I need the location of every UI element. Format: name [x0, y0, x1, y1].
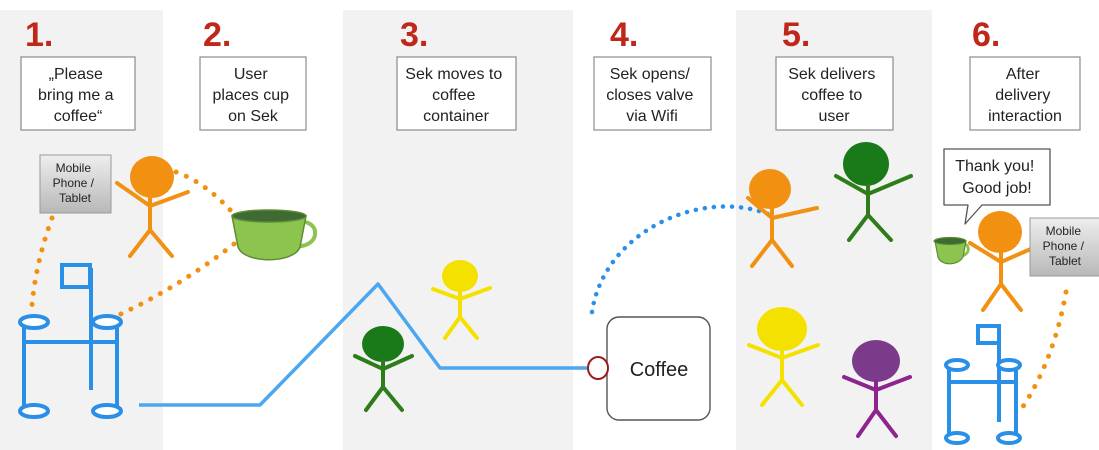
speech-line-1: Thank you!: [955, 158, 1034, 175]
user-person-step1: [115, 156, 190, 258]
speech-bubble: Thank you! Good job!: [943, 148, 1051, 225]
step-4-number: 4.: [610, 16, 638, 54]
step-5-line-3: user: [818, 108, 850, 125]
yellow-person-step3: [431, 260, 492, 340]
mobile-device-right: Mobile Phone / Tablet: [1029, 217, 1099, 277]
step-5-line-2: coffee to: [801, 87, 862, 104]
svg-text:„Please bring me a: „Please bring me a coffee“: [38, 66, 118, 125]
step-4-line-3: via Wifi: [626, 108, 678, 125]
step-6-number: 6.: [972, 16, 1000, 54]
device-left-line-1: Mobile: [56, 161, 92, 175]
device-right-line-2: Phone /: [1043, 239, 1085, 253]
mobile-device-left: Mobile Phone / Tablet: [39, 154, 112, 214]
speech-line-2: Good job!: [962, 180, 1031, 197]
step-1-box: „Please bring me a coffee“: [20, 56, 136, 131]
step-5-number: 5.: [782, 16, 810, 54]
device-left-line-3: Tablet: [59, 191, 92, 205]
device-right-line-1: Mobile: [1046, 224, 1082, 238]
green-person-step3: [353, 326, 414, 412]
small-coffee-cup-icon: [933, 236, 970, 265]
purple-person-step5: [842, 340, 912, 438]
step-2-number: 2.: [203, 16, 231, 54]
device-left-line-2: Phone /: [53, 176, 95, 190]
step-6-line-3: interaction: [988, 108, 1062, 125]
sek-robot-step1: [18, 263, 123, 419]
svg-text:After delivery int: After delivery interaction: [988, 66, 1062, 125]
dotted-link-device-robot-step6: [1019, 289, 1069, 411]
step-2-box: User places cup on Sek: [199, 56, 307, 131]
yellow-person-step5: [747, 307, 820, 407]
coffee-valve: [587, 356, 609, 380]
step-2-line-3: on Sek: [228, 108, 279, 125]
coffee-cup-icon: [231, 209, 318, 261]
dotted-link-user-cup: [173, 169, 236, 216]
wifi-signal-dots: [589, 204, 771, 315]
green-person-step5: [834, 142, 913, 242]
step-5-line-1: Sek delivers: [788, 66, 875, 83]
orange-person-step5: [746, 169, 819, 268]
step-4-box: Sek opens/ closes valve via Wifi: [593, 56, 712, 131]
step-4-line-1: Sek opens/: [610, 66, 691, 83]
step-5-box: Sek delivers coffee to user: [775, 56, 894, 131]
step-1-line-2: bring me a: [38, 87, 114, 104]
svg-text:Sek moves to coffee: Sek moves to coffee container: [405, 66, 506, 125]
step-1-line-1: „Please: [49, 66, 103, 83]
svg-text:Mobile Phone / Tab: Mobile Phone / Tablet: [53, 161, 98, 205]
step-2-line-1: User: [234, 66, 268, 83]
step-3-number: 3.: [400, 16, 428, 54]
robot-path: [139, 282, 587, 407]
svg-text:Sek opens/ closes valve: Sek opens/ closes valve via Wifi: [606, 66, 698, 125]
dotted-link-device-robot: [29, 215, 55, 308]
step-4-line-2: closes valve: [606, 87, 693, 104]
step-3-line-1: Sek moves to: [405, 66, 502, 83]
step-3-box: Sek moves to coffee container: [396, 56, 517, 131]
step-3-line-2: coffee: [432, 87, 475, 104]
user-person-step6: [968, 211, 1035, 312]
sek-robot-step6: [944, 324, 1022, 445]
svg-text:Sek delivers coffee to: Sek delivers coffee to user: [788, 66, 880, 125]
step-6-box: After delivery interaction: [969, 56, 1081, 131]
svg-text:Mobile Phone / Tab: Mobile Phone / Tablet: [1043, 224, 1088, 268]
step-6-line-2: delivery: [995, 87, 1050, 104]
step-1-line-3: coffee“: [54, 108, 103, 125]
coffee-container-label: Coffee: [630, 359, 689, 381]
step-3-line-3: container: [423, 108, 489, 125]
svg-text:Thank you! Good job!: Thank you! Good job!: [955, 158, 1039, 197]
step-1-number: 1.: [25, 16, 53, 54]
coffee-container: Coffee: [606, 316, 711, 421]
step-6-line-1: After: [1006, 66, 1040, 83]
step-2-line-2: places cup: [213, 87, 290, 104]
device-right-line-3: Tablet: [1049, 254, 1082, 268]
svg-text:User places cup on: User places cup on Sek: [213, 66, 294, 125]
